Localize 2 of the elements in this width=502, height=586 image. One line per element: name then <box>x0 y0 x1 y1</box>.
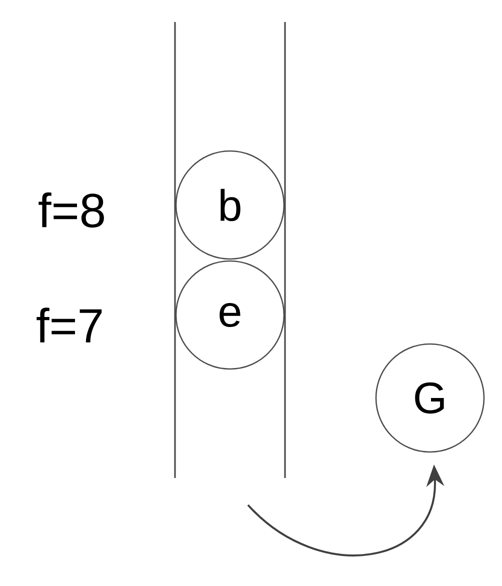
f-value-label: f=8 <box>38 192 104 228</box>
f-value-label: f=7 <box>36 308 102 342</box>
